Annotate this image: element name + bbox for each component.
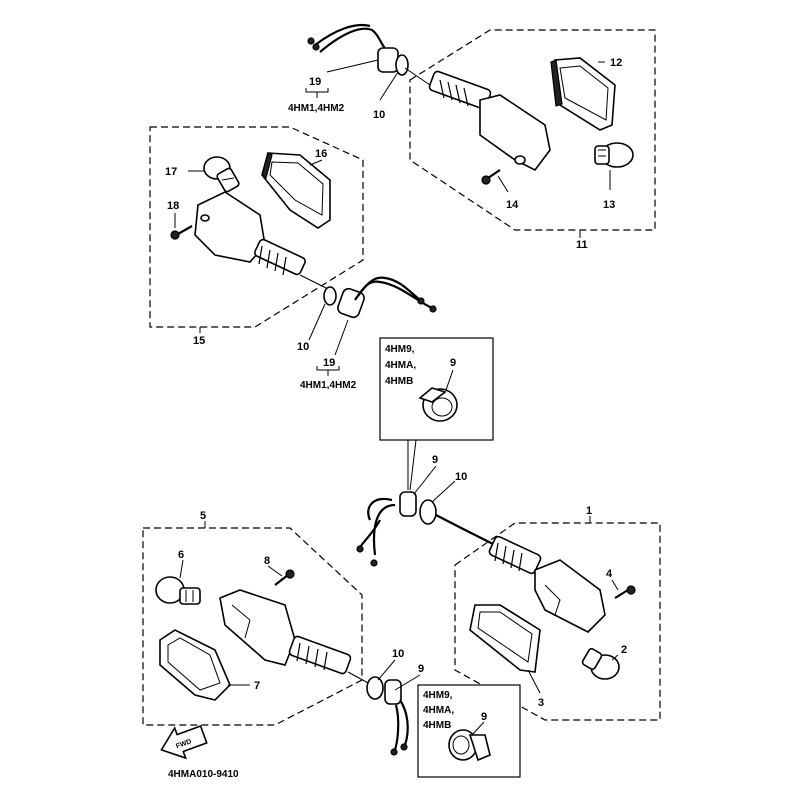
callout-13: 13 — [603, 199, 615, 211]
box-bottom-model-2: 4HMA, — [423, 705, 454, 716]
box-top-model-1: 4HM9, — [385, 344, 415, 355]
callout-18: 18 — [167, 200, 179, 212]
grommet-19-top — [377, 47, 399, 73]
socket-9-bottom — [448, 729, 491, 762]
turn-signal-body-mid-left — [194, 191, 306, 276]
screw-18 — [170, 225, 193, 240]
assembly-outline-11 — [409, 29, 656, 231]
callout-19-top: 19 — [309, 76, 321, 88]
box-top-model-3: 4HMB — [385, 376, 413, 387]
lens-7 — [159, 629, 231, 701]
screw-8 — [274, 569, 295, 586]
callout-11: 11 — [576, 239, 588, 251]
diagram-code: 4HMA010-9410 — [168, 769, 239, 780]
turn-signal-body-lower-right — [488, 535, 606, 633]
callout-10-top: 10 — [373, 109, 385, 121]
callout-5: 5 — [200, 510, 206, 522]
callout-16: 16 — [315, 148, 327, 160]
callout-9-bottom: 9 — [418, 663, 424, 675]
callout-10-bottom: 10 — [392, 648, 404, 660]
box-bottom-model-1: 4HM9, — [423, 690, 453, 701]
model-label-lower: 4HM1,4HM2 — [300, 380, 357, 391]
assembly-outline-15 — [149, 126, 364, 328]
callout-6: 6 — [178, 549, 184, 561]
box-top-model-2: 4HMA, — [385, 360, 416, 371]
callout-2: 2 — [621, 644, 627, 656]
callout-3: 3 — [538, 697, 544, 709]
callout-14: 14 — [506, 199, 519, 211]
callout-9-center: 9 — [432, 454, 438, 466]
nut-10-bottom — [366, 676, 384, 700]
callout-10-center: 10 — [455, 471, 467, 483]
forward-direction-arrow — [160, 724, 208, 760]
bulb-6 — [155, 576, 201, 605]
callout-7: 7 — [254, 680, 260, 692]
bulb-17 — [203, 156, 240, 193]
grommet-9-center — [399, 491, 417, 517]
callout-1: 1 — [586, 505, 592, 517]
assembly-outline-1 — [454, 522, 661, 721]
model-label-upper: 4HM1,4HM2 — [288, 103, 345, 114]
callout-9-box-top: 9 — [450, 357, 456, 369]
callout-12: 12 — [610, 57, 622, 69]
box-bottom-model-3: 4HMB — [423, 720, 451, 731]
bulb-13 — [594, 142, 634, 168]
lens-3 — [469, 604, 541, 673]
callout-15: 15 — [193, 335, 205, 347]
lens-12 — [550, 57, 616, 131]
callout-8: 8 — [264, 555, 270, 567]
socket-9-top — [418, 387, 458, 422]
nut-10-mid — [323, 286, 337, 306]
callout-9-box-bottom: 9 — [481, 711, 487, 723]
grommet-9-bottom — [384, 679, 402, 705]
turn-signal-body-top-right — [428, 70, 551, 172]
lens-16 — [261, 152, 331, 229]
callout-17: 17 — [165, 166, 177, 178]
callout-19-mid: 19 — [323, 357, 335, 369]
wire-harness-center — [358, 497, 396, 556]
nut-10-top — [395, 54, 409, 76]
screw-14 — [481, 169, 501, 185]
screw-4 — [614, 585, 636, 599]
turn-signal-body-lower-left — [219, 589, 352, 675]
bulb-2 — [581, 648, 620, 680]
nut-10-center — [419, 499, 437, 525]
callout-10-mid: 10 — [297, 341, 309, 353]
wire-harness-top — [319, 27, 387, 53]
callout-4: 4 — [606, 568, 613, 580]
